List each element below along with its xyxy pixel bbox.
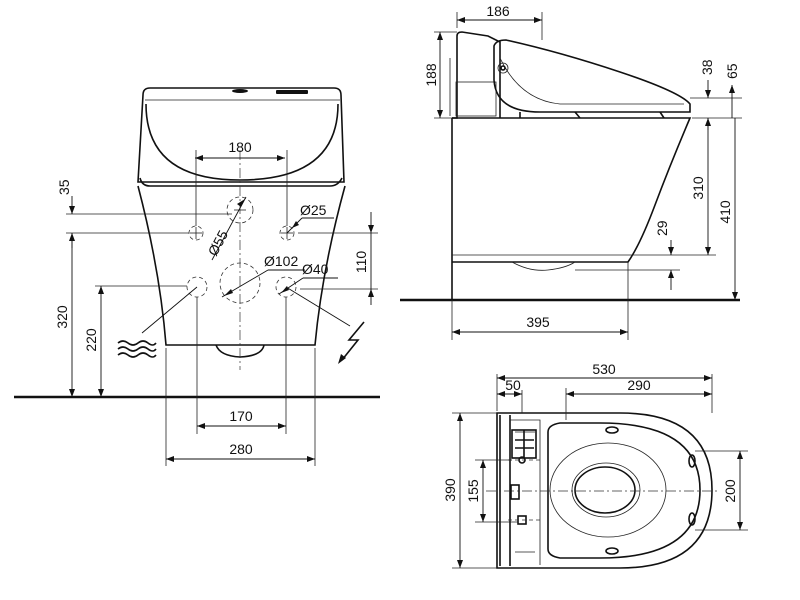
dim-320: 320 [54, 305, 70, 329]
dim-65: 65 [724, 63, 740, 79]
dim-410: 410 [717, 200, 733, 224]
top-view: 530 50 290 390 155 200 [442, 361, 748, 569]
dim-180: 180 [228, 139, 252, 155]
dim-dia102: Ø102 [264, 253, 298, 269]
bumper [605, 426, 619, 434]
dim-280: 280 [229, 441, 253, 457]
front-seat-unit [137, 87, 345, 187]
side-back-box [455, 81, 497, 117]
top-seat-ring [547, 422, 701, 559]
top-bowl-opening [574, 466, 636, 514]
top-mechanism [508, 429, 540, 525]
front-mounting-holes [186, 196, 297, 304]
dim-155: 155 [465, 479, 481, 503]
dim-186: 186 [486, 3, 510, 19]
dim-35: 35 [56, 179, 72, 195]
hole-dia102 [219, 262, 261, 304]
control-buttons [276, 90, 308, 94]
dim-110: 110 [353, 251, 369, 274]
front-bowl-body [137, 185, 346, 346]
top-bowl-rim [549, 442, 667, 538]
dim-29: 29 [654, 220, 670, 236]
top-outline [496, 412, 713, 569]
dim-170: 170 [229, 408, 253, 424]
side-seat-hinge [497, 62, 509, 74]
dim-290: 290 [627, 377, 651, 393]
side-view: 186 188 38 65 310 410 29 [400, 3, 742, 340]
water-supply-icon [117, 340, 157, 358]
dim-38: 38 [699, 59, 715, 75]
seat-logo-mark [232, 89, 248, 93]
electrical-supply-icon [338, 321, 365, 364]
dim-188: 188 [423, 63, 439, 87]
side-seat-lid [493, 39, 691, 113]
front-view: 180 35 320 220 110 Ø25 [14, 87, 380, 466]
dim-390: 390 [442, 478, 458, 502]
hole-dia55 [226, 196, 254, 224]
dim-395: 395 [526, 314, 550, 330]
top-backplate [499, 415, 511, 566]
bumper [605, 547, 619, 555]
hole-dia25-right [279, 225, 295, 241]
bumper [688, 454, 696, 468]
dim-dia40: Ø40 [302, 261, 329, 277]
dim-50: 50 [505, 377, 521, 393]
side-bowl [452, 117, 692, 263]
dim-200: 200 [722, 479, 738, 503]
dim-530: 530 [592, 361, 616, 377]
bumper [688, 512, 696, 526]
dim-dia25: Ø25 [300, 202, 327, 218]
side-wall-panel [451, 31, 501, 300]
dim-310: 310 [690, 176, 706, 200]
dim-220: 220 [83, 328, 99, 352]
